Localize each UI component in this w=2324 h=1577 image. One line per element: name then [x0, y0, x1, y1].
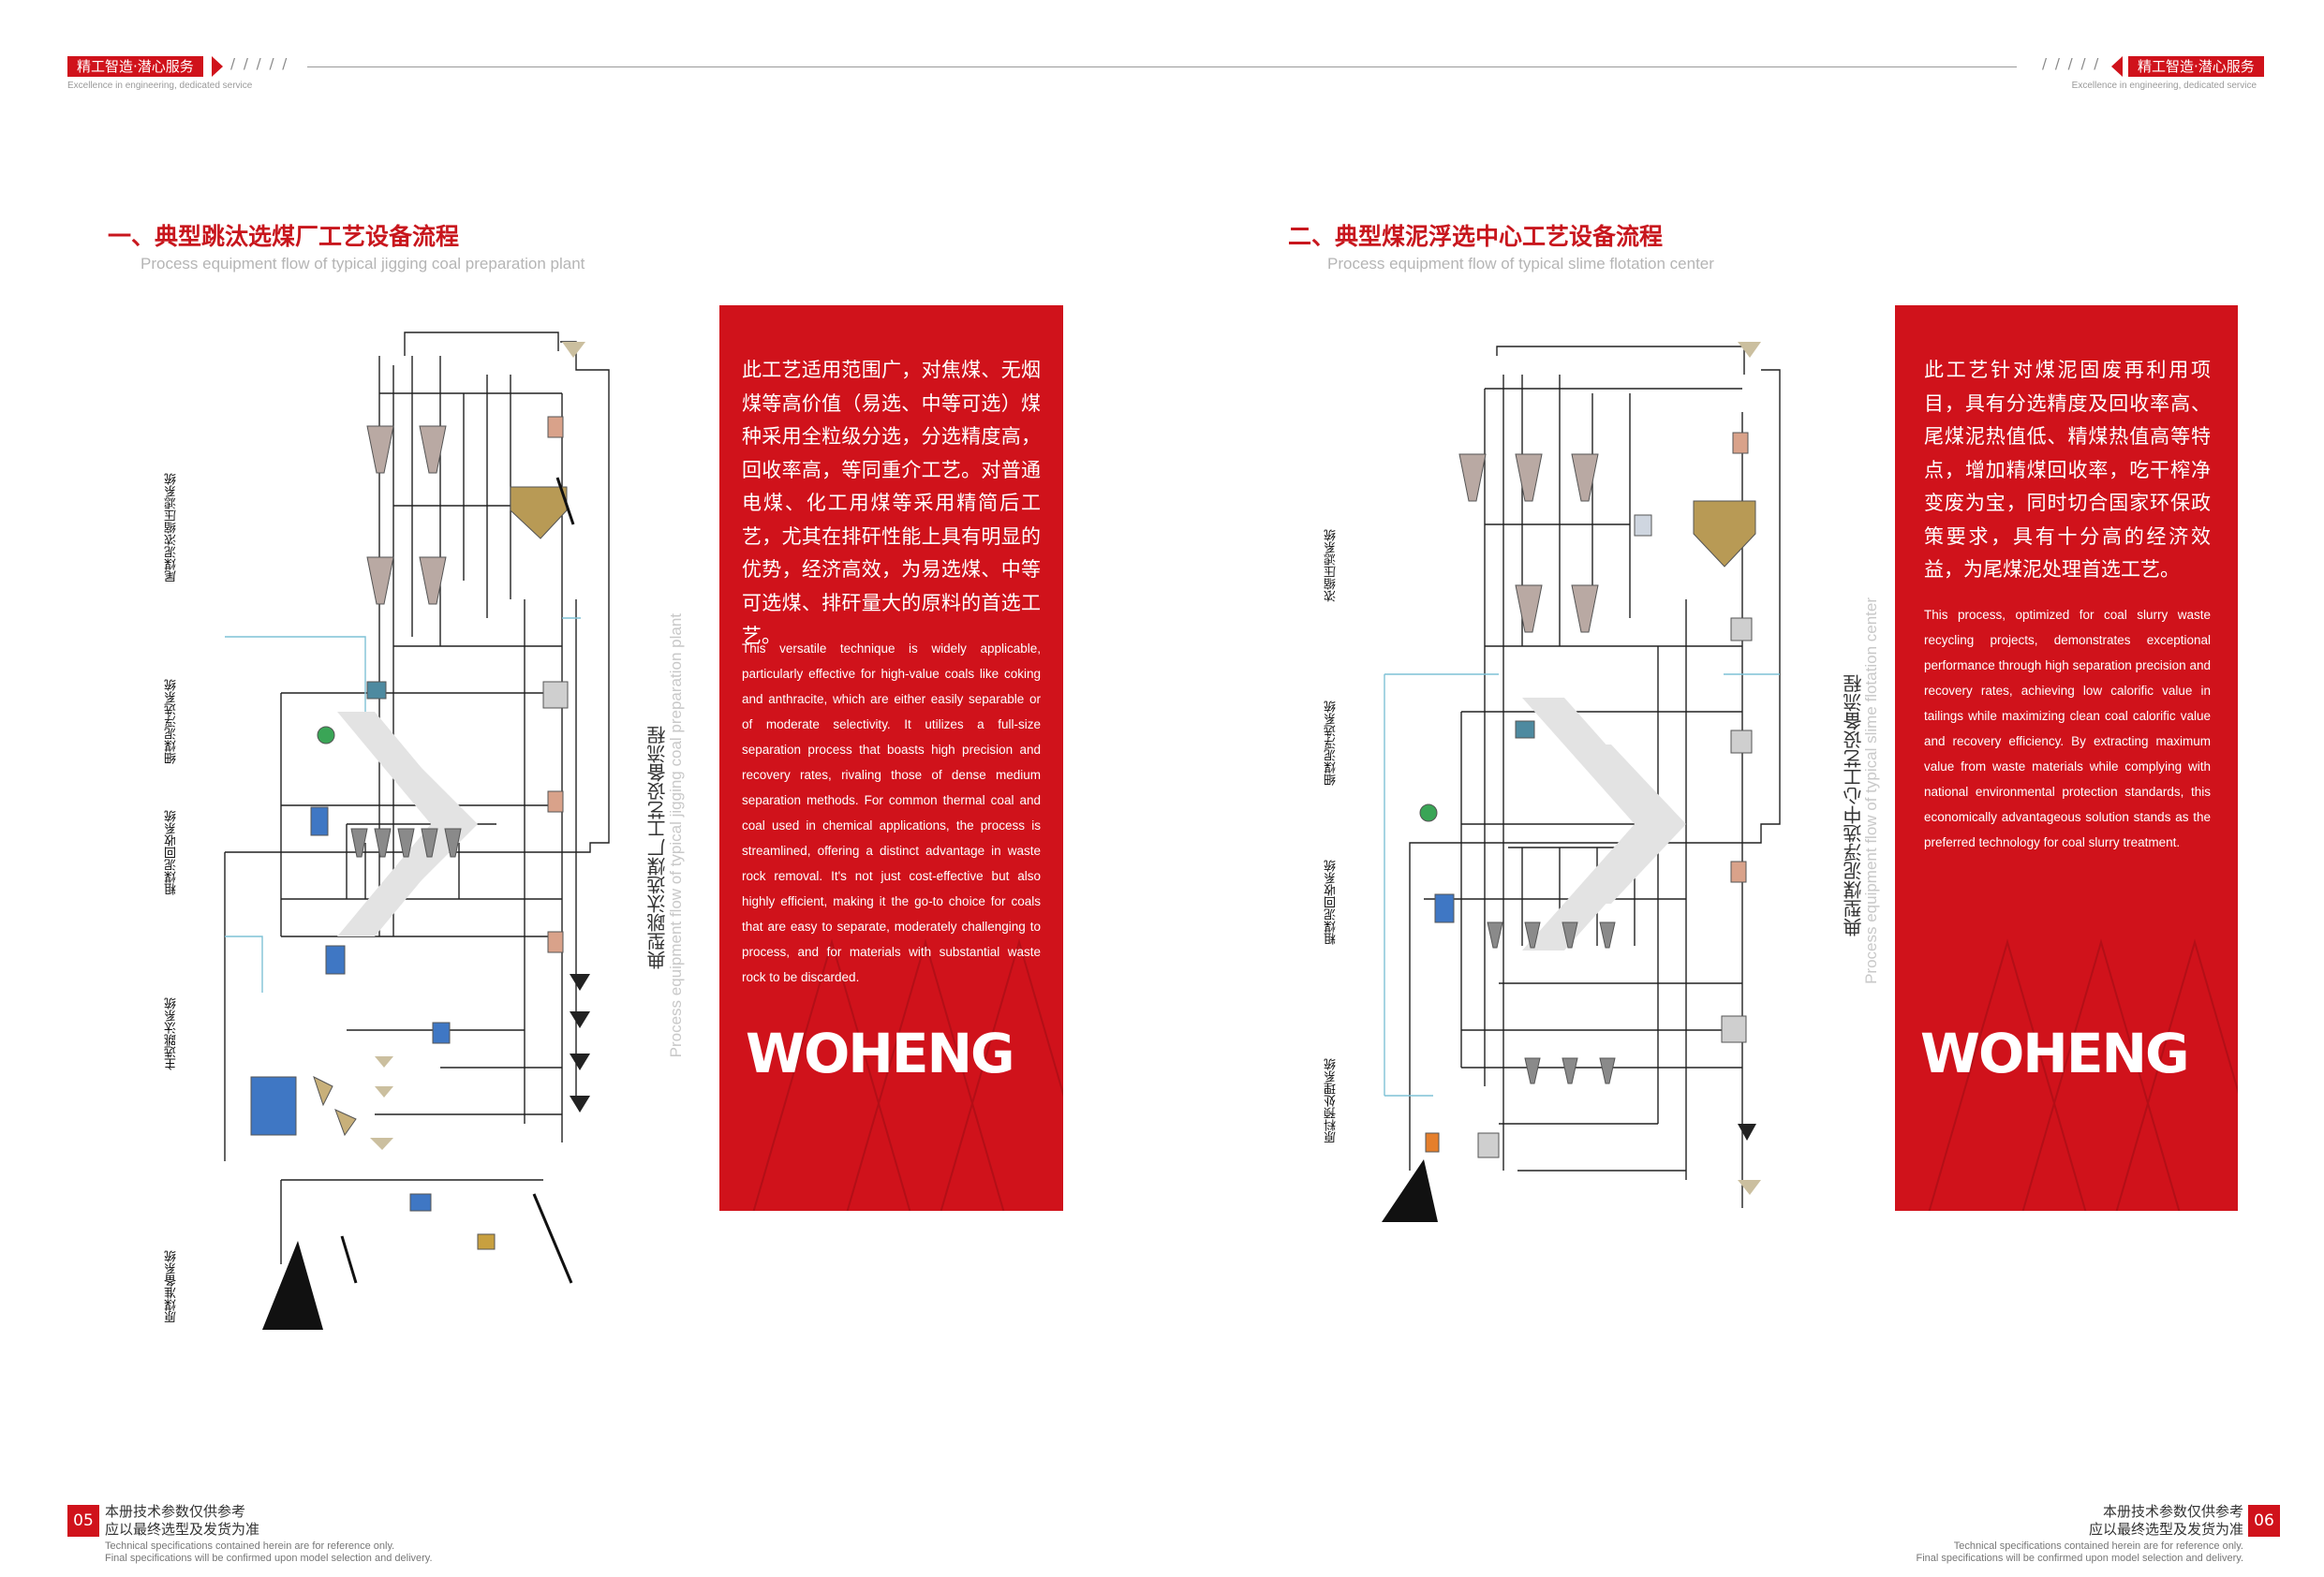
panel-watermark: [1928, 938, 2238, 1211]
footer-note-cn-left-2: 应以最终选型及发货为准: [105, 1521, 260, 1538]
right-system-label: 原料预处理系统: [1325, 1058, 1339, 1143]
right-system-label: 粗煤泥回收系统: [1325, 860, 1339, 945]
right-info-panel: 此工艺针对煤泥固废再利用项目，具有分选精度及回收率高、尾煤泥热值低、精煤热值高等…: [1895, 305, 2238, 1211]
header-slogan-en-right: Excellence in engineering, dedicated ser…: [2071, 81, 2257, 91]
header-slogan-en-left: Excellence in engineering, dedicated ser…: [67, 81, 253, 91]
panel-watermark: [752, 938, 1063, 1211]
footer-note-en-right-2: Final specifications will be confirmed u…: [1916, 1553, 2243, 1564]
right-system-label: 浓缩压滤系统: [1325, 529, 1339, 602]
page-number-left: 05: [67, 1505, 99, 1537]
left-panel-text-en: This versatile technique is widely appli…: [742, 641, 1041, 984]
footer-note-cn-right-2: 应以最终选型及发货为准: [2088, 1521, 2243, 1538]
footer-note-cn-left-1: 本册技术参数仅供参考: [105, 1503, 246, 1520]
left-section-title: 一、典型跳汰选煤厂工艺设备流程: [108, 223, 460, 250]
footer-note-en-left-2: Final specifications will be confirmed u…: [105, 1553, 433, 1564]
footer-note-en-left-1: Technical specifications contained herei…: [105, 1540, 395, 1552]
header-slashes-left: / / / / /: [230, 55, 289, 72]
footer-note-en-right-1: Technical specifications contained herei…: [1953, 1540, 2243, 1552]
right-section-title: 二、典型煤泥浮选中心工艺设备流程: [1288, 223, 1664, 250]
right-section-subtitle: Process equipment flow of typical slime …: [1327, 255, 1714, 273]
header-slashes-right: / / / / /: [2042, 55, 2101, 72]
header-slogan-right: 精工智造·潜心服务: [2128, 56, 2264, 77]
footer-note-cn-right-1: 本册技术参数仅供参考: [2102, 1503, 2243, 1520]
left-brand-logo: WOHENG: [746, 1022, 1015, 1085]
header-slogan-left: 精工智造·潜心服务: [67, 56, 203, 77]
left-panel-text-cn: 此工艺适用范围广，对焦煤、无烟煤等高价值（易选、中等可选）煤种采用全粒级分选，分…: [742, 359, 1041, 647]
right-system-label: 细煤泥浮选系统: [1325, 700, 1339, 786]
right-brand-logo: WOHENG: [1920, 1022, 2190, 1085]
left-section-subtitle: Process equipment flow of typical jiggin…: [141, 255, 585, 273]
right-panel-text-cn: 此工艺针对煤泥固废再利用项目，具有分选精度及回收率高、尾煤泥热值低、精煤热值高等…: [1924, 359, 2211, 581]
page-number-right: 06: [2248, 1505, 2280, 1537]
header-rule: [307, 66, 2017, 67]
right-vertical-caption-en: Process equipment flow of typical slime …: [1862, 597, 1880, 984]
right-panel-text-en: This process, optimized for coal slurry …: [1924, 608, 2211, 849]
left-info-panel: 此工艺适用范围广，对焦煤、无烟煤等高价值（易选、中等可选）煤种采用全粒级分选，分…: [719, 305, 1063, 1211]
